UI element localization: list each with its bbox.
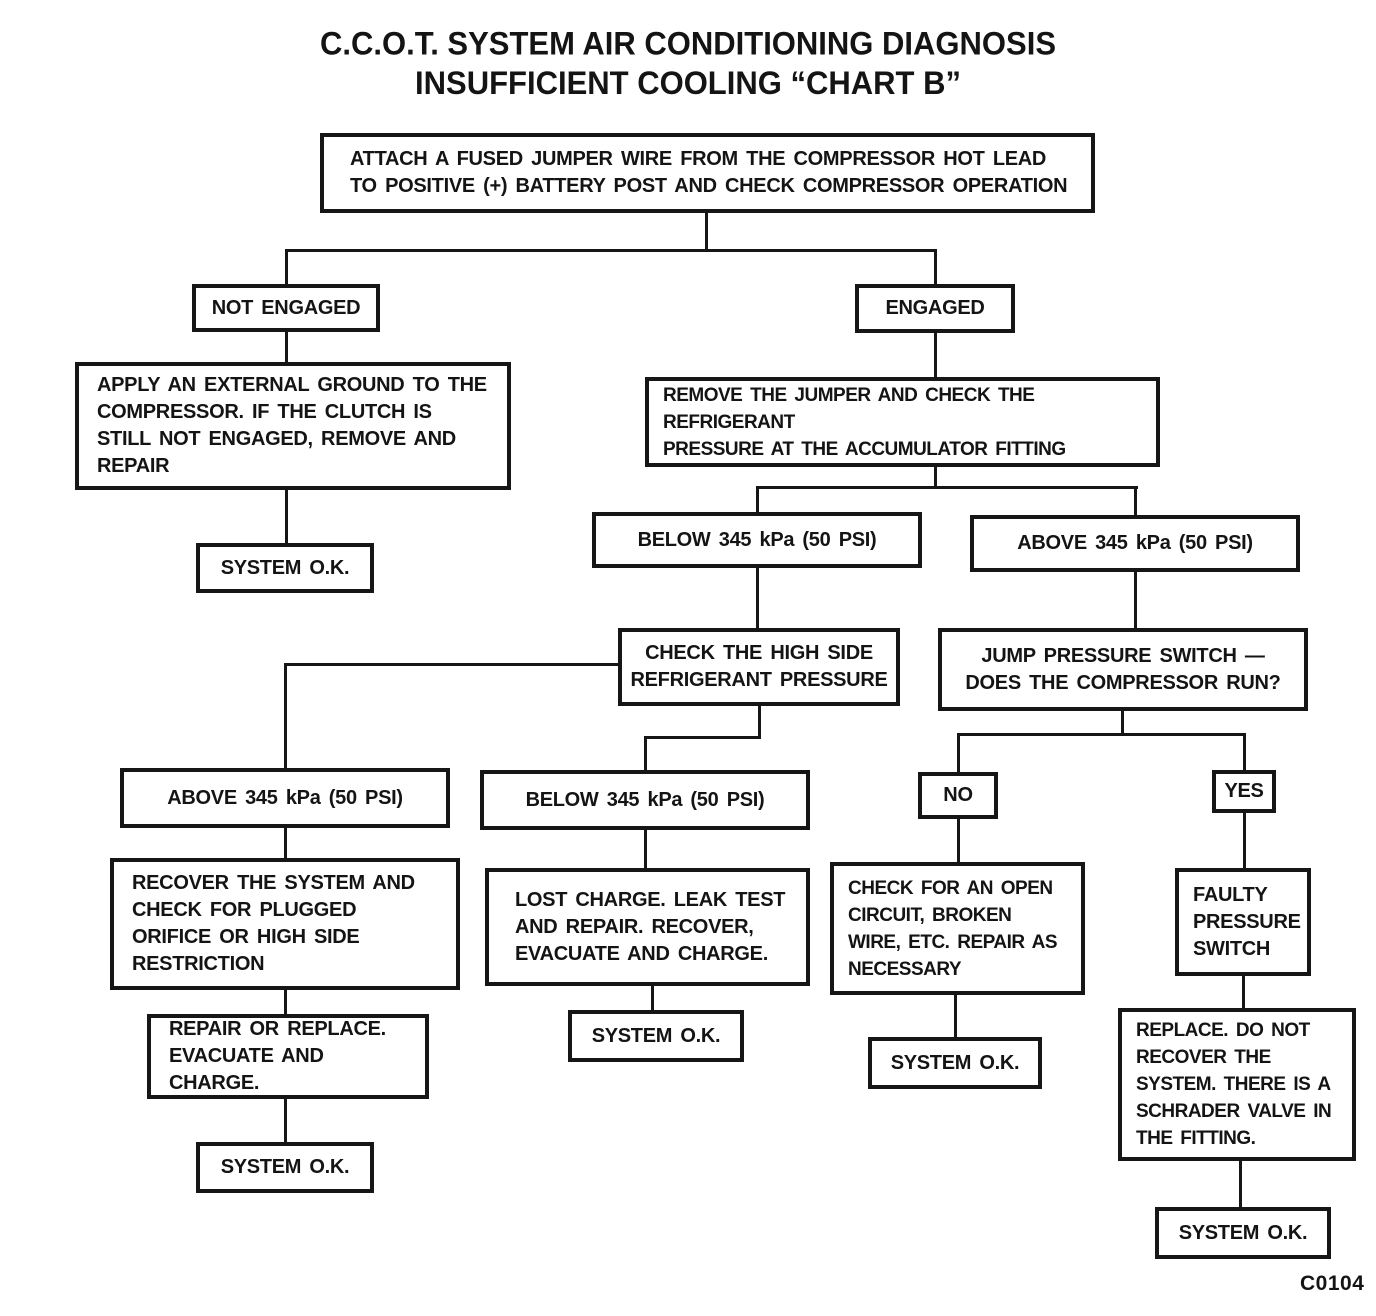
connector <box>651 985 654 1011</box>
connector <box>954 994 957 1038</box>
node-check-high-side: CHECK THE HIGH SIDE REFRIGERANT PRESSURE <box>618 628 900 706</box>
node-not-engaged: NOT ENGAGED <box>192 284 380 332</box>
node-system-ok-mid: SYSTEM O.K. <box>568 1010 744 1062</box>
connector <box>1242 975 1245 1009</box>
chart-title: C.C.O.T. SYSTEM AIR CONDITIONING DIAGNOS… <box>0 24 1376 103</box>
node-recover-system: RECOVER THE SYSTEM AND CHECK FOR PLUGGED… <box>110 858 460 990</box>
node-yes: YES <box>1212 770 1276 813</box>
node-above-345-accumulator: ABOVE 345 kPa (50 PSI) <box>970 515 1300 572</box>
connector <box>756 486 1138 489</box>
connector <box>284 989 287 1015</box>
node-repair-replace: REPAIR OR REPLACE. EVACUATE AND CHARGE. <box>147 1014 429 1099</box>
connector <box>1121 710 1124 735</box>
connector <box>756 567 759 629</box>
node-below-345-accumulator: BELOW 345 kPa (50 PSI) <box>592 512 922 568</box>
connector <box>1239 1160 1242 1208</box>
node-check-open-circuit: CHECK FOR AN OPEN CIRCUIT, BROKEN WIRE, … <box>830 862 1085 995</box>
figure-code: C0104 <box>1300 1272 1365 1295</box>
connector <box>934 332 937 378</box>
node-system-ok-bottom-right: SYSTEM O.K. <box>1155 1207 1331 1259</box>
connector <box>758 705 761 739</box>
connector <box>285 249 288 285</box>
connector <box>705 212 708 252</box>
node-remove-jumper: REMOVE THE JUMPER AND CHECK THE REFRIGER… <box>645 377 1160 467</box>
connector <box>285 249 937 252</box>
connector <box>957 818 960 863</box>
connector <box>934 249 937 285</box>
connector <box>1243 733 1246 771</box>
node-above-345-high-side: ABOVE 345 kPa (50 PSI) <box>120 768 450 828</box>
connector <box>284 1098 287 1143</box>
node-replace-schrader: REPLACE. DO NOT RECOVER THE SYSTEM. THER… <box>1118 1008 1356 1161</box>
connector <box>284 663 618 666</box>
connector <box>284 663 287 769</box>
connector <box>285 489 288 544</box>
connector <box>1134 486 1137 516</box>
connector <box>285 331 288 363</box>
node-attach-jumper: ATTACH A FUSED JUMPER WIRE FROM THE COMP… <box>320 133 1095 213</box>
node-below-345-high-side: BELOW 345 kPa (50 PSI) <box>480 770 810 830</box>
connector <box>957 733 1246 736</box>
node-engaged: ENGAGED <box>855 284 1015 333</box>
node-system-ok-no: SYSTEM O.K. <box>868 1037 1042 1089</box>
connector <box>1134 571 1137 629</box>
node-faulty-switch: FAULTY PRESSURE SWITCH <box>1175 868 1311 976</box>
connector <box>644 829 647 869</box>
chart-title-line2: INSUFFICIENT COOLING “CHART B” <box>415 65 961 102</box>
connector <box>284 827 287 859</box>
chart-title-line1: C.C.O.T. SYSTEM AIR CONDITIONING DIAGNOS… <box>319 25 1056 62</box>
connector <box>644 736 761 739</box>
node-system-ok-left: SYSTEM O.K. <box>196 543 374 593</box>
node-apply-ground: APPLY AN EXTERNAL GROUND TO THE COMPRESS… <box>75 362 511 490</box>
node-jump-pressure-switch: JUMP PRESSURE SWITCH — DOES THE COMPRESS… <box>938 628 1308 711</box>
connector <box>644 736 647 771</box>
node-lost-charge: LOST CHARGE. LEAK TEST AND REPAIR. RECOV… <box>485 868 810 986</box>
connector <box>957 733 960 773</box>
connector <box>756 486 759 513</box>
node-no: NO <box>918 772 998 819</box>
connector <box>1243 812 1246 869</box>
node-system-ok-bottom-left: SYSTEM O.K. <box>196 1142 374 1193</box>
connector <box>934 466 937 488</box>
